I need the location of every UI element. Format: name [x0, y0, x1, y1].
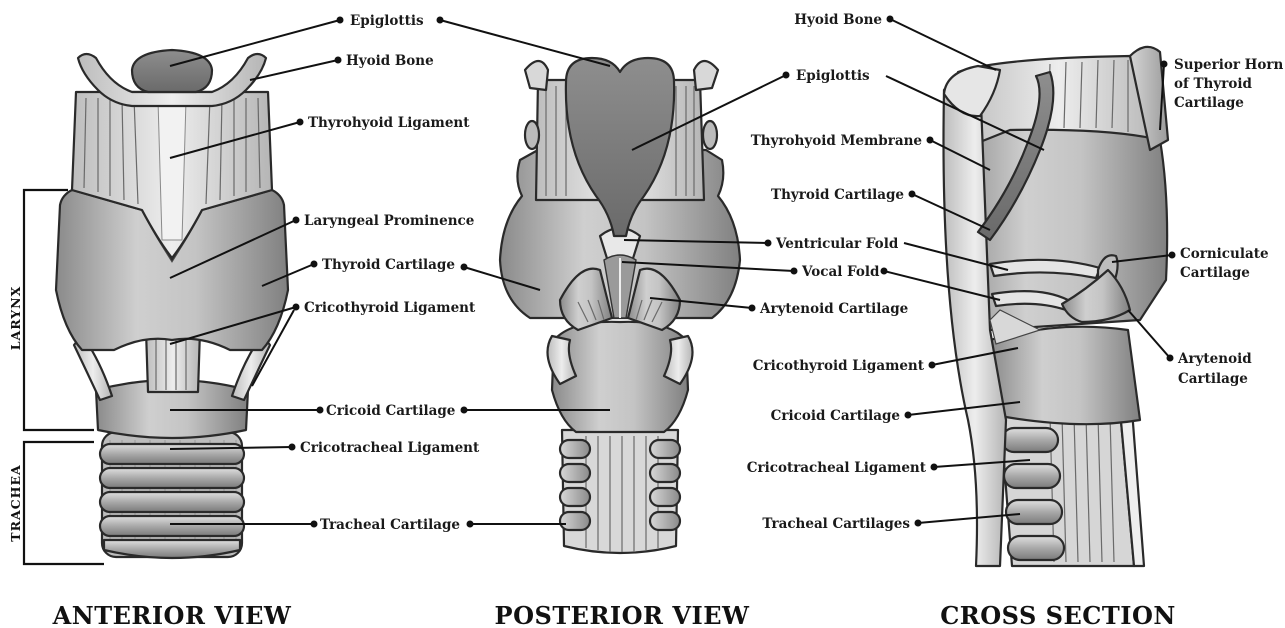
label-cross-corniculate-2: Cartilage [1180, 265, 1250, 281]
label-cross-thyrohyoid-membrane: Thyrohyoid Membrane [751, 133, 922, 149]
label-posterior-ventricular-fold: Ventricular Fold [775, 236, 899, 252]
label-cross-tracheal-cartilages: Tracheal Cartilages [762, 516, 910, 532]
cross-section-illustration [944, 47, 1169, 566]
label-posterior-epiglottis: Epiglottis [796, 68, 870, 84]
label-posterior-arytenoid-cartilage: Arytenoid Cartilage [759, 301, 908, 317]
label-cross-superior-horn-3: Cartilage [1174, 95, 1244, 111]
label-anterior-hyoid-bone: Hyoid Bone [346, 53, 434, 69]
label-anterior-laryngeal-prominence: Laryngeal Prominence [304, 213, 474, 229]
anterior-trachea [100, 432, 244, 558]
cross-trachea [1000, 410, 1144, 566]
anterior-view-illustration [56, 50, 288, 558]
anterior-labels: Epiglottis Hyoid Bone Thyrohyoid Ligamen… [300, 13, 480, 533]
label-cross-superior-horn-1: Superior Horn [1174, 57, 1284, 73]
label-anterior-cricotracheal-ligament: Cricotracheal Ligament [300, 440, 480, 456]
label-cross-thyroid-cartilage: Thyroid Cartilage [771, 187, 904, 203]
anterior-epiglottis [132, 50, 212, 92]
label-posterior-vocal-fold: Vocal Fold [801, 264, 880, 280]
cross-section-title: CROSS SECTION [940, 601, 1176, 628]
label-cross-superior-horn-2: of Thyroid [1174, 76, 1252, 92]
label-cross-hyoid-bone: Hyoid Bone [794, 12, 882, 28]
label-cross-arytenoid-2: Cartilage [1178, 371, 1248, 387]
label-cross-arytenoid-1: Arytenoid [1177, 351, 1252, 367]
label-anterior-cricothyroid-ligament: Cricothyroid Ligament [304, 300, 476, 316]
posterior-trachea [560, 430, 680, 553]
label-cross-cricotracheal-ligament: Cricotracheal Ligament [747, 460, 927, 476]
posterior-view-title: POSTERIOR VIEW [495, 601, 750, 628]
label-anterior-cricoid-cartilage: Cricoid Cartilage [326, 403, 455, 419]
label-cross-cricothyroid-ligament: Cricothyroid Ligament [753, 358, 925, 374]
posterior-view-illustration [500, 58, 740, 553]
anterior-trachea-bracket: TRACHEA [8, 442, 104, 564]
label-anterior-thyrohyoid-ligament: Thyrohyoid Ligament [308, 115, 470, 131]
label-cross-cricoid-cartilage: Cricoid Cartilage [771, 408, 900, 424]
cross-cricoid-cartilage [990, 327, 1140, 425]
label-cross-corniculate-1: Corniculate [1180, 246, 1269, 262]
anterior-view-title: ANTERIOR VIEW [52, 601, 292, 628]
label-anterior-epiglottis: Epiglottis [350, 13, 424, 29]
label-anterior-tracheal-cartilage: Tracheal Cartilage [320, 517, 460, 533]
trachea-side-label: TRACHEA [8, 464, 23, 541]
label-anterior-thyroid-cartilage: Thyroid Cartilage [322, 257, 455, 273]
larynx-side-label: LARYNX [8, 286, 23, 351]
